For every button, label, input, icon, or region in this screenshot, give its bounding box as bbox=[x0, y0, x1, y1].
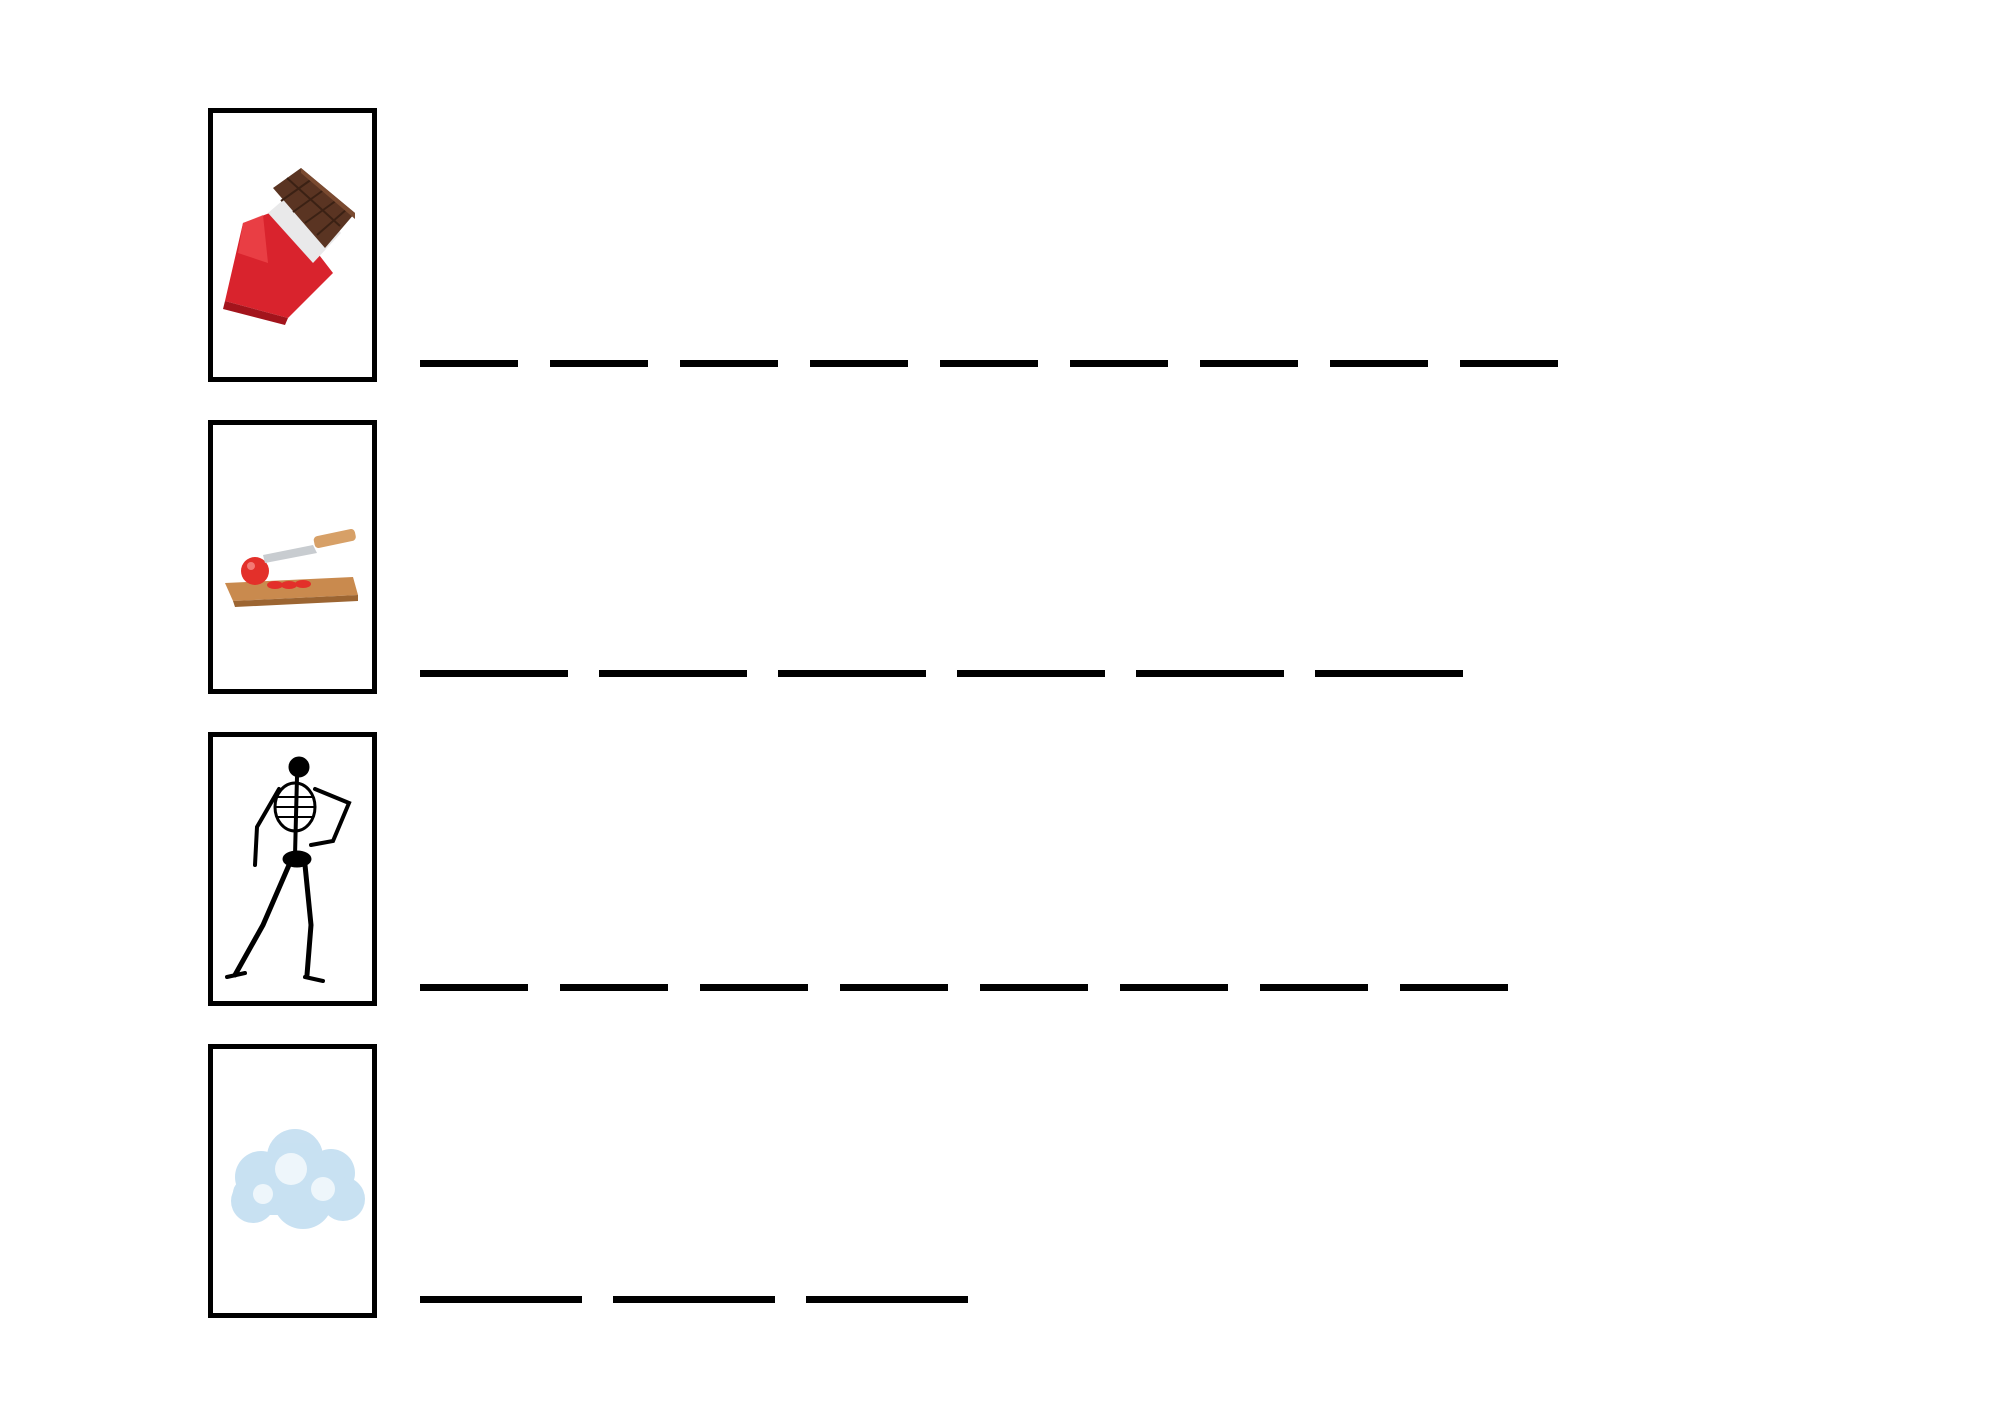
letter-blank bbox=[1460, 360, 1558, 367]
skeleton-icon bbox=[225, 756, 352, 983]
worksheet-row-skeleton bbox=[208, 732, 1808, 1006]
letter-blank bbox=[420, 1296, 582, 1303]
letter-blank bbox=[980, 984, 1088, 991]
letter-blanks-cloud bbox=[420, 1296, 968, 1303]
letter-blanks-chocolate bbox=[420, 360, 1558, 367]
picture-card-cutting bbox=[208, 420, 377, 694]
letter-blank bbox=[1136, 670, 1284, 677]
letter-blank bbox=[420, 670, 568, 677]
letter-blank bbox=[1315, 670, 1463, 677]
letter-blank bbox=[680, 360, 778, 367]
worksheet-row-cutting bbox=[208, 420, 1808, 694]
letter-blank bbox=[1400, 984, 1508, 991]
letter-blank bbox=[778, 670, 926, 677]
letter-blank bbox=[1200, 360, 1298, 367]
letter-blank bbox=[1120, 984, 1228, 991]
letter-blank bbox=[560, 984, 668, 991]
knife-cutting-tomato-icon bbox=[225, 529, 358, 607]
picture-card-cloud bbox=[208, 1044, 377, 1318]
letter-blank bbox=[806, 1296, 968, 1303]
letter-blank bbox=[1260, 984, 1368, 991]
letter-blank bbox=[420, 984, 528, 991]
letter-blanks-skeleton bbox=[420, 984, 1508, 991]
picture-card-skeleton bbox=[208, 732, 377, 1006]
letter-blank bbox=[613, 1296, 775, 1303]
picture-card-chocolate bbox=[208, 108, 377, 382]
chocolate-bar-icon bbox=[223, 168, 355, 325]
cloud-icon bbox=[231, 1129, 365, 1229]
letter-blank bbox=[700, 984, 808, 991]
letter-blank bbox=[840, 984, 948, 991]
letter-blank bbox=[1330, 360, 1428, 367]
letter-blank bbox=[1070, 360, 1168, 367]
letter-blank bbox=[810, 360, 908, 367]
worksheet-row-chocolate bbox=[208, 108, 1808, 382]
letter-blank bbox=[940, 360, 1038, 367]
worksheet-row-cloud bbox=[208, 1044, 1808, 1318]
letter-blank bbox=[420, 360, 518, 367]
letter-blank bbox=[550, 360, 648, 367]
letter-blanks-cutting bbox=[420, 670, 1463, 677]
letter-blank bbox=[599, 670, 747, 677]
letter-blank bbox=[957, 670, 1105, 677]
